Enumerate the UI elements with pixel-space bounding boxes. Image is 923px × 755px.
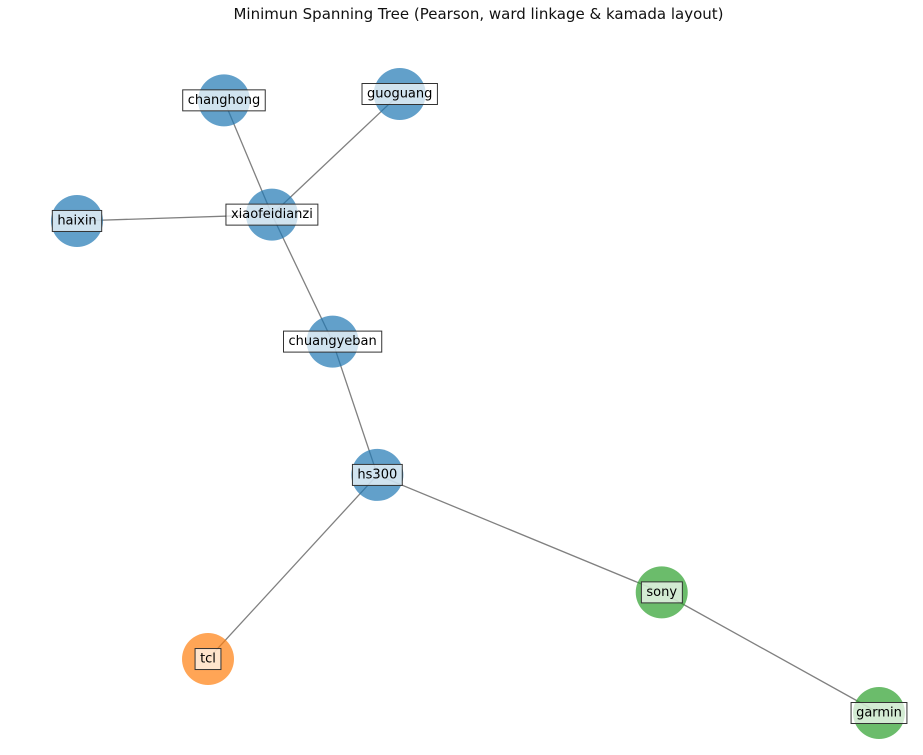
node-label-text: guoguang	[367, 87, 432, 102]
node-label-changhong: changhong	[182, 89, 266, 112]
edge-hs300-sony	[377, 474, 662, 593]
node-label-text: garmin	[856, 706, 902, 721]
node-label-sony: sony	[640, 581, 683, 604]
node-label-tcl: tcl	[194, 648, 222, 671]
node-label-box	[283, 330, 383, 353]
node-label-chuangyeban: chuangyeban	[283, 330, 383, 353]
node-label-box	[850, 702, 908, 724]
node-label-guoguang: guoguang	[361, 83, 438, 105]
node-label-hs300: hs300	[351, 463, 403, 486]
node-label-text: hs300	[357, 467, 397, 482]
node-label-box	[351, 463, 403, 486]
node-label-text: chuangyeban	[289, 334, 377, 349]
edge-hs300-tcl	[207, 474, 378, 660]
node-label-garmin: garmin	[850, 702, 908, 724]
node-label-box	[225, 203, 319, 226]
node-label-box	[51, 209, 103, 232]
chart-title: Minimun Spanning Tree (Pearson, ward lin…	[233, 5, 724, 23]
node-label-box	[182, 89, 266, 112]
labels-layer: changhong guoguang haixin xiaofeidianzi chua…	[51, 83, 908, 724]
node-label-text: sony	[646, 585, 677, 600]
edges-layer	[76, 93, 880, 714]
node-label-text: changhong	[188, 93, 261, 108]
node-label-text: xiaofeidianzi	[231, 207, 313, 222]
node-label-box	[194, 648, 222, 671]
node-label-box	[640, 581, 683, 604]
node-label-text: haixin	[57, 213, 96, 228]
node-label-xiaofeidianzi: xiaofeidianzi	[225, 203, 319, 226]
node-label-box	[361, 83, 438, 105]
node-label-haixin: haixin	[51, 209, 103, 232]
edge-sony-garmin	[661, 591, 880, 714]
nodes-layer	[51, 68, 905, 739]
edge-guoguang-xiaofeidianzi	[271, 93, 401, 216]
node-label-text: tcl	[200, 652, 216, 667]
